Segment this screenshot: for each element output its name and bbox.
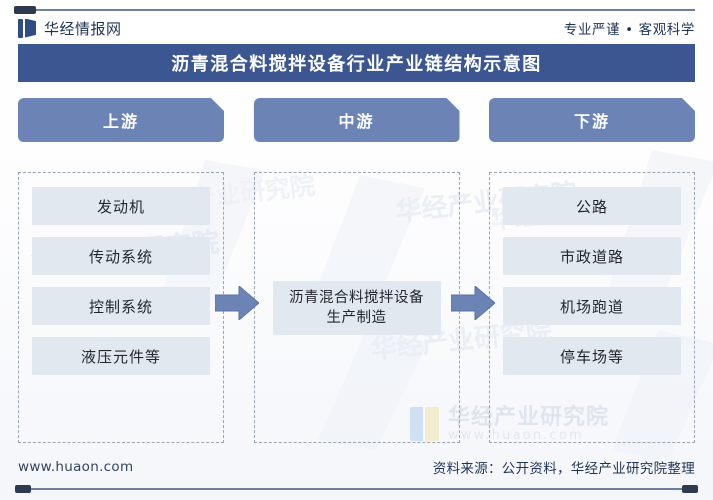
book-logo-icon xyxy=(18,18,36,38)
chain-item: 沥青混合料搅拌设备生产制造 xyxy=(272,280,441,335)
chain-item: 传动系统 xyxy=(32,237,210,275)
bottom-divider xyxy=(15,485,698,493)
value-chain: 上游 发动机 传动系统 控制系统 液压元件等 中游 沥青混合料搅拌设备生产制造 … xyxy=(18,98,695,443)
chain-item: 公路 xyxy=(503,187,681,225)
chain-item: 发动机 xyxy=(32,187,210,225)
chain-item: 机场跑道 xyxy=(503,287,681,325)
column-body-upstream: 发动机 传动系统 控制系统 液压元件等 xyxy=(18,172,224,443)
chain-item: 控制系统 xyxy=(32,287,210,325)
chain-item: 停车场等 xyxy=(503,337,681,375)
column-body-midstream: 沥青混合料搅拌设备生产制造 xyxy=(253,172,460,443)
column-header-midstream: 中游 xyxy=(254,98,460,142)
brand: 华经情报网 xyxy=(18,18,122,39)
footer-url[interactable]: www.huaon.com xyxy=(18,459,134,475)
chain-item: 液压元件等 xyxy=(32,337,210,375)
arrow-midstream-to-downstream xyxy=(451,286,495,320)
footer-source: 资料来源：公开资料，华经产业研究院整理 xyxy=(432,461,695,477)
top-divider xyxy=(14,6,695,14)
column-body-downstream: 公路 市政道路 机场跑道 停车场等 xyxy=(489,172,695,443)
chain-column-midstream: 中游 沥青混合料搅拌设备生产制造 xyxy=(253,98,460,443)
column-header-upstream: 上游 xyxy=(18,98,224,142)
header-tagline: 专业严谨 • 客观科学 xyxy=(563,22,695,38)
chain-column-downstream: 下游 公路 市政道路 机场跑道 停车场等 xyxy=(489,98,695,443)
chain-item: 市政道路 xyxy=(503,237,681,275)
column-header-downstream: 下游 xyxy=(489,98,695,142)
page-title: 沥青混合料搅拌设备行业产业链结构示意图 xyxy=(171,54,542,75)
brand-name: 华经情报网 xyxy=(44,19,122,38)
header-bar: 华经情报网 专业严谨 • 客观科学 xyxy=(18,13,695,43)
footer-bar: www.huaon.com 资料来源：公开资料，华经产业研究院整理 xyxy=(18,456,695,478)
chain-column-upstream: 上游 发动机 传动系统 控制系统 液压元件等 xyxy=(18,98,224,443)
title-banner: 沥青混合料搅拌设备行业产业链结构示意图 xyxy=(18,44,695,82)
arrow-upstream-to-midstream xyxy=(215,286,259,320)
